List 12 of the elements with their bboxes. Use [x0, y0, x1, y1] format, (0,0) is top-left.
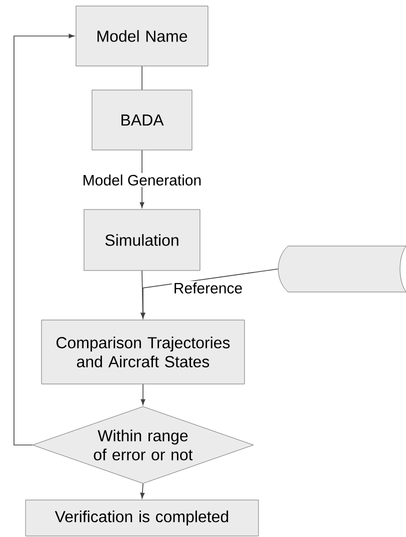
edge-label: Model Generation — [80, 173, 204, 187]
process-box: Model Name — [76, 6, 208, 66]
arrow — [140, 384, 146, 405]
end-box: Verification is completed — [25, 500, 259, 536]
process-box: Comparison Trajectories and Aircraft States — [41, 320, 245, 384]
data-store-shape — [278, 246, 406, 292]
edge-label: Reference — [172, 281, 244, 295]
process-box: BADA — [92, 90, 192, 150]
arrow — [14, 34, 74, 446]
arrow — [140, 268, 278, 318]
arrow — [140, 483, 145, 498]
process-box: Simulation — [84, 209, 200, 271]
